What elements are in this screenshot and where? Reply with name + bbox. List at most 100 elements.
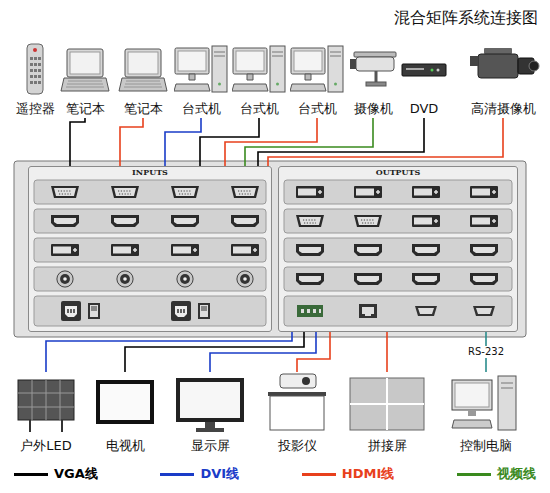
desktop-icon [232, 46, 285, 92]
matrix-housing [14, 161, 526, 337]
monitor-icon [205, 422, 215, 428]
dvd-player-icon [431, 69, 434, 72]
hd-camcorder-icon [529, 61, 539, 71]
device-label: 控制电脑 [460, 438, 512, 454]
camera-icon [366, 82, 386, 86]
output-port-rows [412, 215, 440, 227]
output-port-rows [354, 273, 382, 285]
monitor-icon [180, 382, 240, 418]
input-port-rows [51, 186, 79, 198]
output-port-rows [470, 215, 498, 227]
input-port-rows [171, 186, 199, 198]
hd-camcorder-icon [478, 54, 518, 78]
video-wall-icon [350, 378, 424, 430]
output-port-rows [284, 209, 512, 233]
device-label: 投影仪 [278, 438, 317, 454]
output-port-rows [412, 186, 440, 198]
camera-icon [356, 57, 394, 71]
device-label: 户外LED [20, 438, 71, 454]
display-node: 显示屏 [170, 372, 250, 455]
projector-icon [268, 392, 326, 396]
input-port-rows [171, 244, 199, 256]
legend-text: VGA线 [54, 465, 98, 483]
projector-icon [270, 396, 324, 430]
output-panel: OUTPUTS [278, 166, 518, 332]
video-wall-icon [350, 378, 424, 430]
control-pc-icon [452, 376, 516, 430]
control-pc-icon [455, 383, 489, 407]
input-port-rows [231, 215, 259, 227]
outdoor-led-icon [30, 420, 62, 432]
output-port-rows [296, 244, 324, 256]
device-node: 笔记本 [58, 42, 112, 118]
input-port-rows [34, 296, 266, 326]
device-label: 台式机 [182, 101, 221, 117]
panel-heading: OUTPUTS [376, 168, 421, 177]
output-port-rows [296, 215, 324, 227]
input-port-rows [111, 186, 139, 198]
input-port-rows [237, 271, 253, 287]
legend-text: HDMI线 [342, 465, 394, 483]
cable-connector [258, 118, 424, 166]
device-label: 摄像机 [354, 101, 393, 117]
display-node: 投影仪 [262, 372, 332, 455]
input-port-rows [34, 180, 266, 326]
panel-heading: INPUTS [132, 168, 168, 177]
cable-connector [210, 332, 316, 372]
cable-connector [46, 332, 292, 372]
output-port-rows [296, 186, 324, 198]
device-node: 高清摄像机 [466, 42, 540, 118]
device-label: 台式机 [240, 101, 279, 117]
device-node: 遥控器 [10, 42, 60, 118]
cable-connector [386, 332, 388, 372]
laptop-icon [61, 49, 109, 91]
input-port-rows [34, 180, 266, 204]
dvd-player-icon [406, 68, 424, 70]
device-label: 拼接屏 [368, 438, 407, 454]
control-pc-icon [452, 420, 492, 428]
output-port-rows [296, 273, 324, 285]
laptop-icon [119, 49, 167, 91]
output-port-rows [412, 244, 440, 256]
input-port-rows [34, 238, 266, 262]
remote-icon [27, 44, 43, 94]
legend-text: 视频线 [497, 465, 536, 483]
cable-connector [165, 118, 201, 166]
cable-connector [297, 332, 330, 372]
input-port-rows [231, 244, 259, 256]
control-pc-icon [452, 380, 492, 410]
output-port-rows [470, 273, 498, 285]
device-label: 高清摄像机 [471, 101, 536, 117]
output-port-rows [284, 296, 512, 326]
input-port-rows [171, 301, 210, 321]
input-port-rows [34, 267, 266, 291]
outdoor-led-icon [18, 380, 74, 432]
legend-text: DVI线 [200, 465, 239, 483]
dvd-player-icon [402, 64, 446, 76]
output-port-rows [284, 267, 512, 291]
device-label: DVD [410, 101, 439, 117]
device-label: 显示屏 [191, 438, 230, 454]
remote-icon [27, 44, 43, 94]
control-pc-icon [468, 410, 476, 416]
output-port-rows [359, 304, 377, 318]
tv-icon [96, 380, 154, 424]
device-node: 台式机 [290, 42, 344, 118]
hd-camcorder-icon [470, 48, 539, 78]
device-label: 笔记本 [66, 101, 105, 117]
output-port-rows [470, 244, 498, 256]
device-node: 笔记本 [116, 42, 170, 118]
input-port-rows [57, 271, 73, 287]
hd-camcorder-icon [470, 56, 478, 66]
legend-line-swatch [14, 473, 48, 476]
device-label: 电视机 [106, 438, 145, 454]
projector-icon [302, 377, 310, 385]
device-node: DVD [400, 42, 448, 118]
desktop-icon [290, 46, 343, 92]
legend-item: 视频线 [457, 465, 536, 483]
output-port-rows [284, 180, 512, 326]
display-node: 控制电脑 [446, 372, 526, 455]
output-port-rows [297, 305, 323, 317]
dvd-player-icon [437, 69, 440, 72]
